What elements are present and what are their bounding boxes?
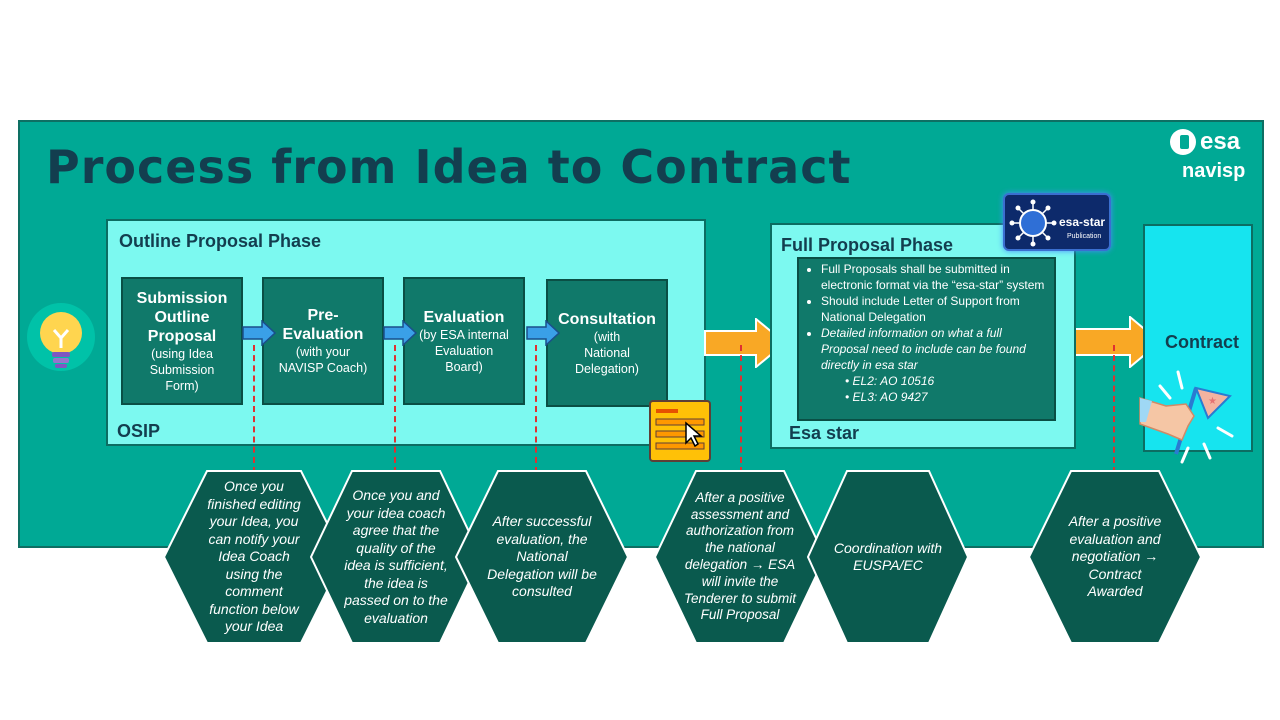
full-proposal-sub-bullet: EL3: AO 9427 [845, 389, 1050, 405]
note-text: After a positive assessment and authoriz… [683, 489, 797, 623]
step-title: Consultation [558, 310, 656, 328]
full-proposal-content: Full Proposals shall be submitted in ele… [797, 257, 1056, 421]
connector-line [253, 345, 255, 473]
step-evaluation: Evaluation (by ESA internal Evaluation B… [403, 277, 525, 405]
full-proposal-bullet: Detailed information on what a full Prop… [821, 325, 1050, 373]
note-hexagon: Once you and your idea coach agree that … [310, 470, 482, 644]
contract-label: Contract [1165, 332, 1240, 352]
full-proposal-sub-bullet: EL2: AO 10516 [845, 373, 1050, 389]
step-title: Submission Outline Proposal [136, 289, 228, 345]
step-subtitle: (using Idea Submission Form) [149, 346, 215, 393]
note-text: After successful evaluation, the Nationa… [487, 513, 597, 600]
handshake-flag-icon: ★ [1138, 366, 1240, 470]
note-text: Coordination with EUSPA/EC [833, 539, 943, 574]
connector-line [1113, 345, 1115, 473]
note-text: After a positive evaluation and negotiat… [1068, 513, 1162, 600]
arrow-right-icon [242, 319, 277, 347]
note-hexagon: Coordination with EUSPA/EC [807, 470, 969, 644]
note-hexagon: Once you finished editing your Idea, you… [163, 470, 345, 644]
full-proposal-bullet: Should include Letter of Support from Na… [821, 293, 1050, 325]
note-text: Once you finished editing your Idea, you… [207, 478, 301, 635]
connector-line [394, 345, 396, 473]
step-subtitle: (with your NAVISP Coach) [278, 345, 368, 375]
esa-logo-text: esa [1200, 128, 1241, 155]
esa-logo-mark-icon [1170, 129, 1196, 155]
note-hexagon: After a positive assessment and authoriz… [654, 470, 826, 644]
osip-label: OSIP [117, 421, 161, 441]
arrow-right-icon [526, 319, 561, 347]
note-hexagon: After successful evaluation, the Nationa… [455, 470, 629, 644]
esa-star-badge-text: esa-star [1059, 215, 1106, 229]
page-title: Process from Idea to Contract [46, 140, 852, 194]
full-proposal-bullet: Full Proposals shall be submitted in ele… [821, 261, 1050, 293]
step-subtitle: (with National Delegation) [575, 329, 639, 376]
esa-logo: esa [1170, 128, 1240, 156]
svg-text:★: ★ [1208, 396, 1217, 407]
note-hexagon: After a positive evaluation and negotiat… [1028, 470, 1202, 644]
step-title: Evaluation [423, 308, 505, 326]
esa-star-badge-icon: esa-star Publication [1003, 193, 1111, 251]
step-consultation: Consultation (with National Delegation) [546, 279, 668, 407]
note-text: Once you and your idea coach agree that … [344, 487, 448, 626]
arrow-right-icon [383, 319, 418, 347]
step-title: Pre-Evaluation [282, 307, 364, 343]
outline-phase-title: Outline Proposal Phase [119, 231, 322, 251]
full-phase-title: Full Proposal Phase [781, 235, 954, 255]
esa-star-label: Esa star [789, 423, 860, 443]
esa-star-badge-subtext: Publication [1067, 233, 1102, 240]
navisp-logo: navisp [1182, 160, 1246, 182]
lightbulb-icon [26, 300, 96, 380]
connector-line [535, 345, 537, 473]
connector-line [740, 345, 742, 473]
form-click-icon [648, 399, 712, 463]
step-subtitle: (by ESA internal Evaluation Board) [419, 327, 509, 374]
step-pre-evaluation: Pre-Evaluation (with your NAVISP Coach) [262, 277, 384, 405]
step-submission-outline-proposal: Submission Outline Proposal (using Idea … [121, 277, 243, 405]
